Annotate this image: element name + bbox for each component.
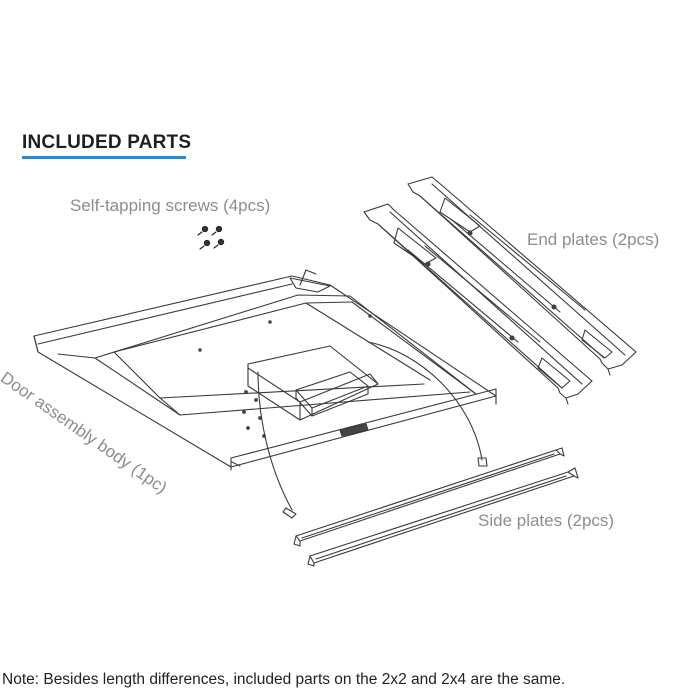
section-heading: INCLUDED PARTS [22, 132, 192, 153]
screw-1 [198, 226, 208, 235]
end-plate-front [364, 204, 592, 404]
side-plate-upper [294, 448, 564, 546]
side-plate-lower [308, 468, 578, 566]
screw-4 [214, 239, 224, 248]
end-plates-label: End plates (2pcs) [527, 230, 660, 249]
screw-2 [212, 226, 222, 235]
end-plate-back [408, 177, 636, 375]
footnote: Note: Besides length differences, includ… [2, 671, 566, 688]
screw-3 [200, 240, 210, 249]
screws-label: Self-tapping screws (4pcs) [70, 196, 271, 215]
screws-illustration [198, 226, 224, 249]
heading-underline [22, 156, 186, 159]
door-assembly-body [34, 270, 496, 518]
side-plates-label: Side plates (2pcs) [478, 511, 615, 530]
